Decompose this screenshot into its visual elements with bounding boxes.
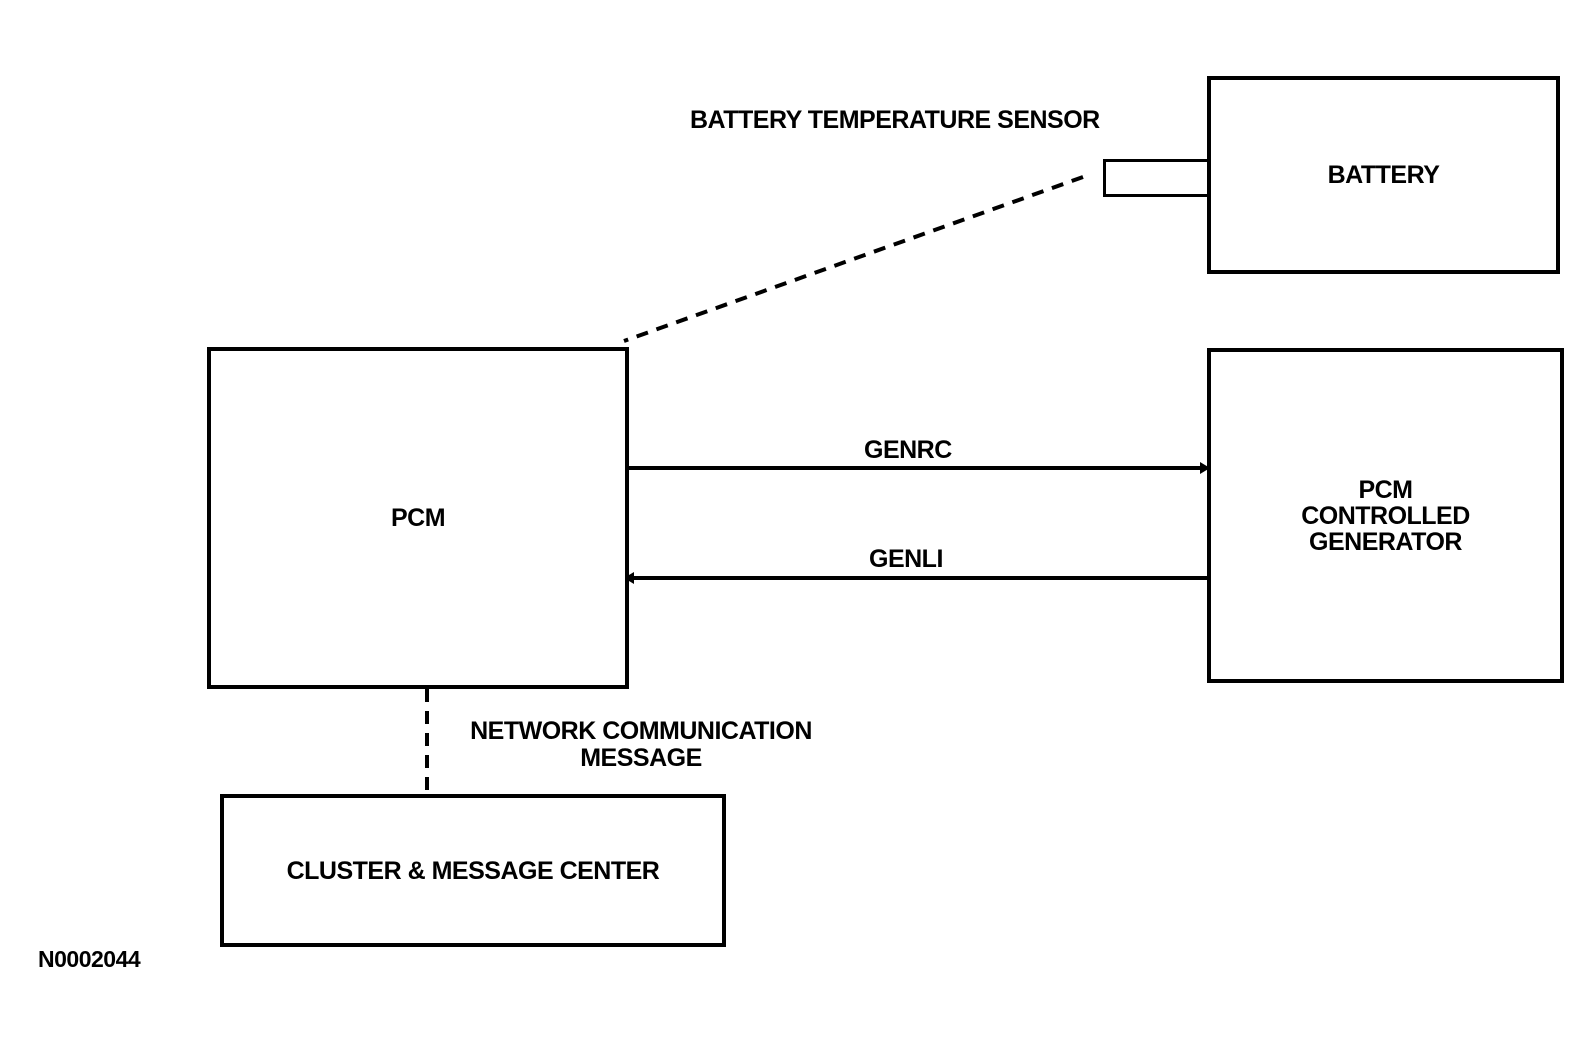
battery-temperature-sensor-shape xyxy=(1103,159,1211,197)
pcm-label: PCM xyxy=(390,504,446,532)
generator-label: PCM CONTROLLED GENERATOR xyxy=(1301,475,1470,556)
genli-label: GENLI xyxy=(869,545,943,573)
battery-label: BATTERY xyxy=(1327,161,1440,189)
genrc-label: GENRC xyxy=(864,436,952,464)
network-communication-label: NETWORK COMMUNICATION MESSAGE xyxy=(470,717,812,772)
genrc-arrowhead xyxy=(1200,462,1210,474)
battery-box: BATTERY xyxy=(1207,76,1560,274)
generator-box: PCM CONTROLLED GENERATOR xyxy=(1207,348,1564,683)
battery-temperature-sensor-label: BATTERY TEMPERATURE SENSOR xyxy=(690,106,1100,134)
genli-arrowhead xyxy=(624,572,634,584)
pcm-box: PCM xyxy=(207,347,629,689)
cluster-box: CLUSTER & MESSAGE CENTER xyxy=(220,794,726,947)
cluster-label: CLUSTER & MESSAGE CENTER xyxy=(286,856,660,885)
figure-id-label: N0002044 xyxy=(38,946,141,972)
sensor-to-pcm-dashed-line xyxy=(623,175,1084,343)
